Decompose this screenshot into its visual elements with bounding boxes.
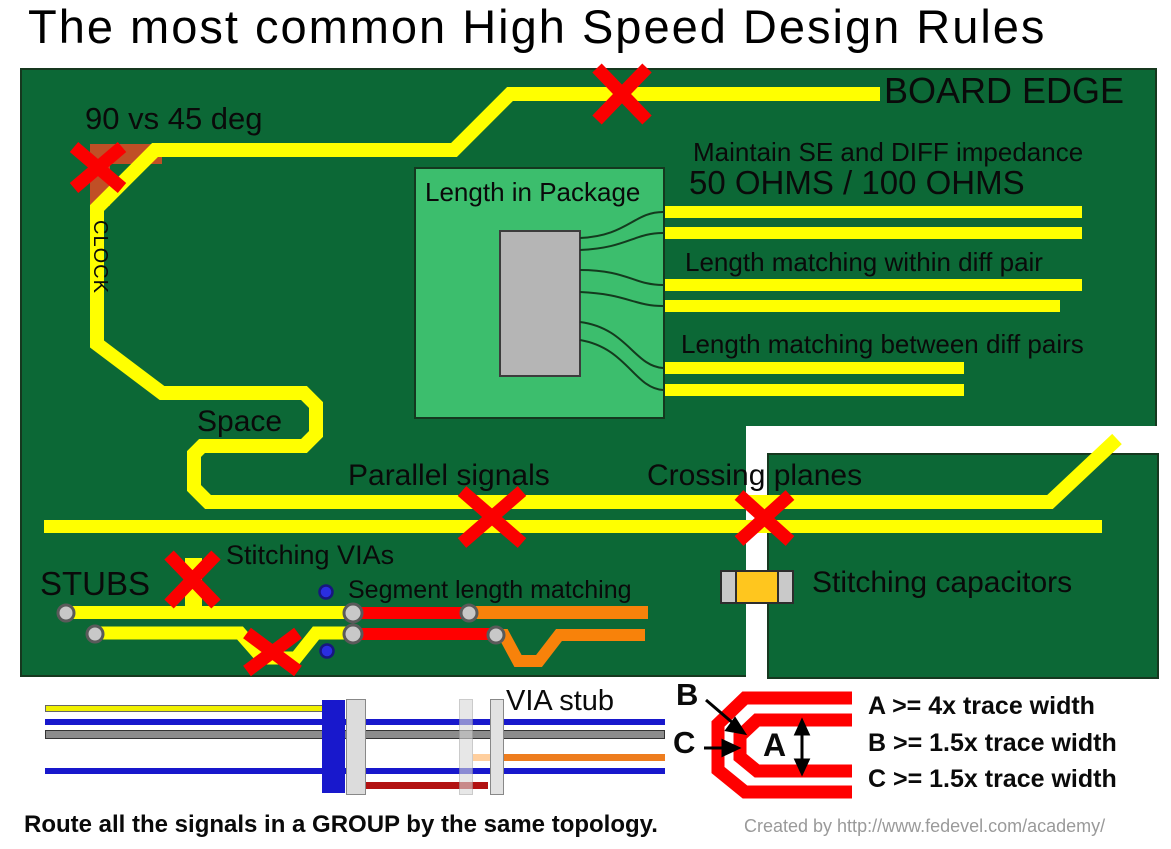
page-title: The most common High Speed Design Rules [28,0,1047,53]
chip-package [414,167,665,419]
stack-top-yellow-trace [45,705,342,712]
long-parallel-trace [44,520,1102,533]
via-stub-bar-3 [490,699,504,795]
clock-serpentine-trace [90,87,1122,509]
diffpair-trace-long [665,279,1082,291]
bend-inner-trace [733,713,852,778]
arrow-a-head-top [793,717,811,736]
segment-red-trace-1 [357,607,469,619]
label-length-in-package: Length in Package [425,177,641,207]
label-segment-matching: Segment length matching [348,576,632,604]
arrow-c-head [721,738,742,758]
label-a: A [763,727,787,763]
bend-rule-diagram [704,691,852,799]
segment-orange-trace-1 [474,606,648,619]
stitching-capacitor [720,570,794,604]
pcb-board-area: 90 vs 45 deg CLOCK BOARD EDGE Maintain S… [20,63,1159,679]
label-clock: CLOCK [89,220,111,294]
label-stubs: STUBS [40,565,151,602]
rule-a-text: A >= 4x trace width [868,692,1095,720]
stitching-via-dots [318,584,335,659]
label-impedance-rule: Maintain SE and DIFF impedance [693,137,1084,167]
label-stitching-capacitors: Stitching capacitors [812,566,1073,599]
label-crossing-planes: Crossing planes [647,459,863,492]
label-parallel-signals: Parallel signals [348,459,550,492]
rule-b-text: B >= 1.5x trace width [868,729,1117,757]
stack-orange-trace [504,754,665,761]
error-x-jog-icon [243,627,302,677]
error-x-board-edge-icon [592,63,652,125]
arrow-b-head [724,716,748,736]
label-via-stub: VIA stub [506,685,615,717]
capacitor-terminal-right [779,572,792,602]
between-pairs-trace-2 [665,384,964,396]
plane-split-vertical [746,426,767,679]
via-barrel-blue [322,700,345,793]
impedance-trace-1 [665,206,1082,218]
error-x-90deg-icon [69,142,127,193]
stub-row-trace [62,606,352,619]
label-board-edge: BOARD EDGE [884,70,1125,111]
label-match-between: Length matching between diff pairs [681,329,1084,359]
segment-red-trace-2 [357,628,496,640]
segment-orange-trace-2 [496,629,645,667]
error-x-crossing-icon [734,490,795,546]
diffpair-trace-short [665,300,1060,312]
bond-wires [579,211,664,391]
between-pairs-trace-1 [665,362,964,374]
capacitor-body [735,572,779,602]
credit-text: Created by http://www.fedevel.com/academ… [744,816,1106,836]
plane-split-horizontal [746,426,1159,453]
arrow-a-head-bottom [793,758,811,777]
board-traces-overlay [56,63,1122,677]
impedance-trace-2 [665,227,1082,239]
label-90-vs-45: 90 vs 45 deg [85,101,263,136]
label-c: C [673,725,696,760]
chip-die [499,230,581,377]
rule-c-text: C >= 1.5x trace width [868,765,1117,793]
stack-orange-trace-pale [473,754,506,761]
arrow-b-line [705,698,735,726]
route-topology-note: Route all the signals in a GROUP by the … [24,811,658,838]
capacitor-terminal-left [722,572,735,602]
via-stub-bar-2 [459,699,473,795]
label-stitching-vias: Stitching VIAs [226,540,395,570]
label-space: Space [197,405,283,438]
label-match-within: Length matching within diff pair [685,247,1043,277]
trace-vias [56,602,506,645]
via-stub-bar-1 [346,699,366,795]
split-plane-island [767,453,1159,679]
error-x-icons [69,63,795,677]
jogged-stub-trace [95,626,350,665]
label-b: B [676,677,699,712]
error-x-stub-icon [164,550,221,609]
stack-bottom-red-trace [355,782,488,789]
label-impedance-values: 50 OHMS / 100 OHMS [689,164,1025,201]
error-x-parallel-icon [457,486,527,548]
